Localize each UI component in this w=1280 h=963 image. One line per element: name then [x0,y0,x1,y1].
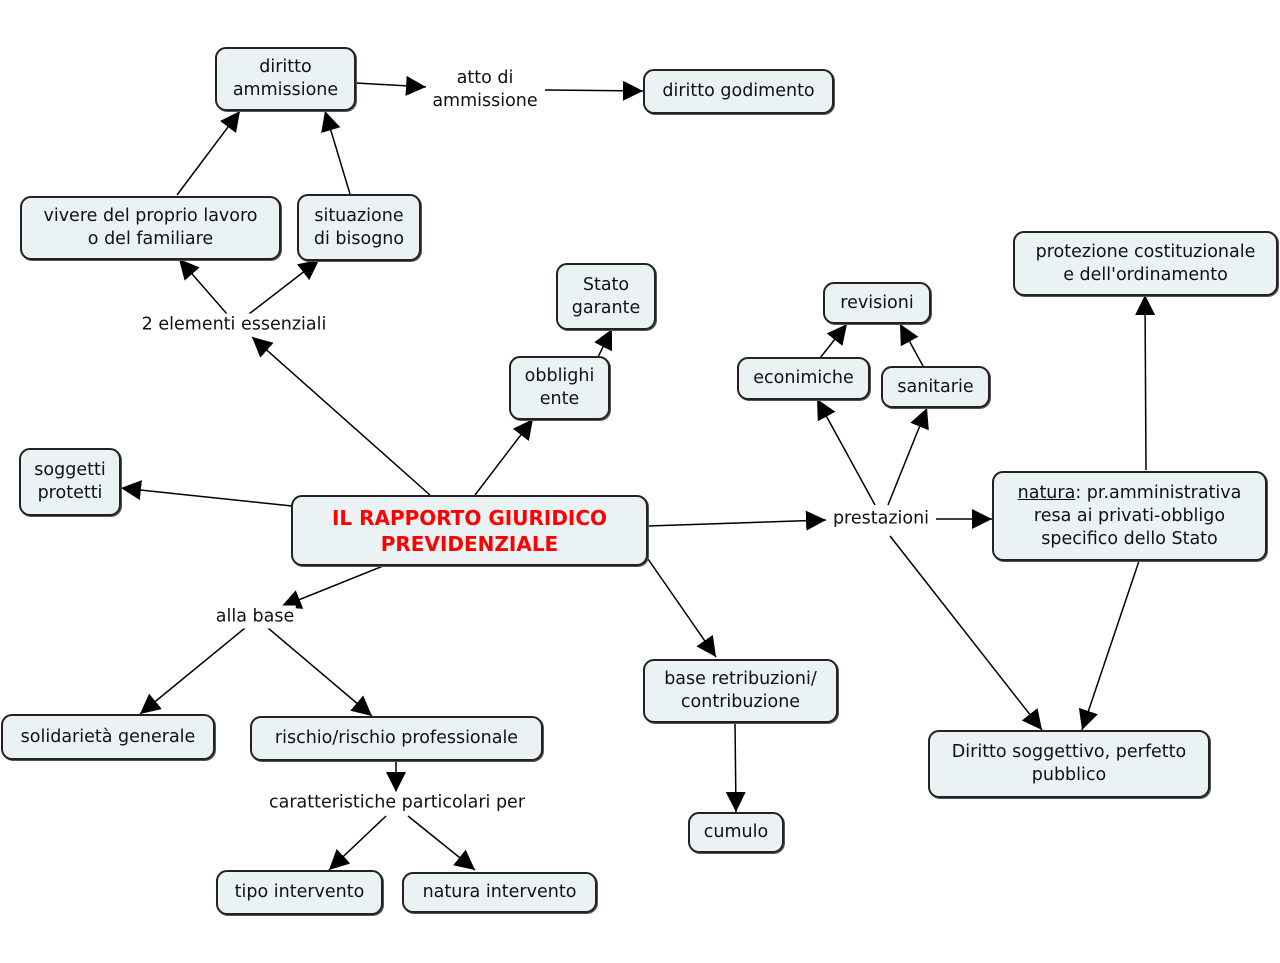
phrase-caratteristiche-particolari[interactable]: caratteristiche particolari per [266,791,528,815]
node-sanitarie[interactable]: sanitarie [881,366,990,408]
link-natura-protezione [1135,294,1156,471]
node-vivere-proprio-lavoro[interactable]: vivere del proprio lavoro o del familiar… [20,196,281,260]
link-ammissione-atto [355,75,427,96]
link-allabase-rischio [267,627,373,717]
phrase-atto-ammissione[interactable]: atto di ammissione [430,67,540,113]
node-soggetti-protetti[interactable]: soggetti protetti [19,448,121,516]
node-natura-intervento[interactable]: natura intervento [402,872,597,913]
link-allabase-solidarieta [139,627,246,715]
link-sanitarie-revisioni [899,323,924,367]
natura-underlined-label: natura [1017,482,1076,503]
node-rischio-professionale[interactable]: rischio/rischio professionale [250,716,543,761]
link-natura-diritto [1078,560,1140,731]
node-cumulo[interactable]: cumulo [688,812,784,853]
node-revisioni[interactable]: revisioni [823,282,931,324]
link-root-allabase [280,565,384,609]
link-caratteristiche-natura [407,815,476,871]
link-atto-godimento [544,80,644,101]
node-diritto-ammissione[interactable]: diritto ammissione [215,47,356,111]
node-tipo-intervento[interactable]: tipo intervento [216,870,383,915]
natura-description: : pr.amministrativa resa ai privati-obbl… [1033,482,1242,549]
link-situazione-ammissione [321,110,351,195]
node-econimiche[interactable]: econimiche [737,357,870,400]
node-root-rapporto-giuridico[interactable]: IL RAPPORTO GIURIDICO PREVIDENZIALE [291,495,648,566]
node-diritto-godimento[interactable]: diritto godimento [643,69,834,114]
node-solidarieta-generale[interactable]: solidarietà generale [1,714,215,760]
link-root-prestazioni [647,510,827,531]
link-vivere-ammissione [176,110,241,196]
node-base-retribuzioni[interactable]: base retribuzioni/ contribuzione [643,659,838,723]
link-base-cumulo [725,721,746,813]
link-prestazioni-sanitarie [887,407,929,506]
phrase-prestazioni[interactable]: prestazioni [830,507,932,531]
link-prestazioni-diritto [889,535,1043,731]
phrase-due-elementi-essenziali[interactable]: 2 elementi essenziali [139,313,329,337]
node-protezione-costituzionale[interactable]: protezione costituzionale e dell'ordinam… [1013,231,1278,296]
link-root-obblighi [474,418,534,496]
link-root-soggetti [120,480,293,507]
natura-text: natura: pr.amministrativa resa ai privat… [1018,482,1242,551]
phrase-alla-base[interactable]: alla base [213,605,297,629]
link-root-elementi [251,336,431,496]
link-obblighi-stato [594,328,613,358]
node-stato-garante[interactable]: Stato garante [556,263,656,330]
link-root-base [647,558,717,658]
link-elementi-situazione [248,259,320,315]
link-caratteristiche-tipo [328,815,387,871]
node-diritto-soggettivo[interactable]: Diritto soggettivo, perfetto pubblico [928,730,1210,798]
node-natura-prestazioni[interactable]: natura: pr.amministrativa resa ai privat… [992,471,1267,561]
node-obblighi-ente[interactable]: obblighi ente [509,356,610,420]
link-prestazioni-econimiche [816,398,876,506]
node-situazione-bisogno[interactable]: situazione di bisogno [297,194,421,261]
link-econimiche-revisioni [819,323,848,359]
link-elementi-vivere [178,258,228,315]
